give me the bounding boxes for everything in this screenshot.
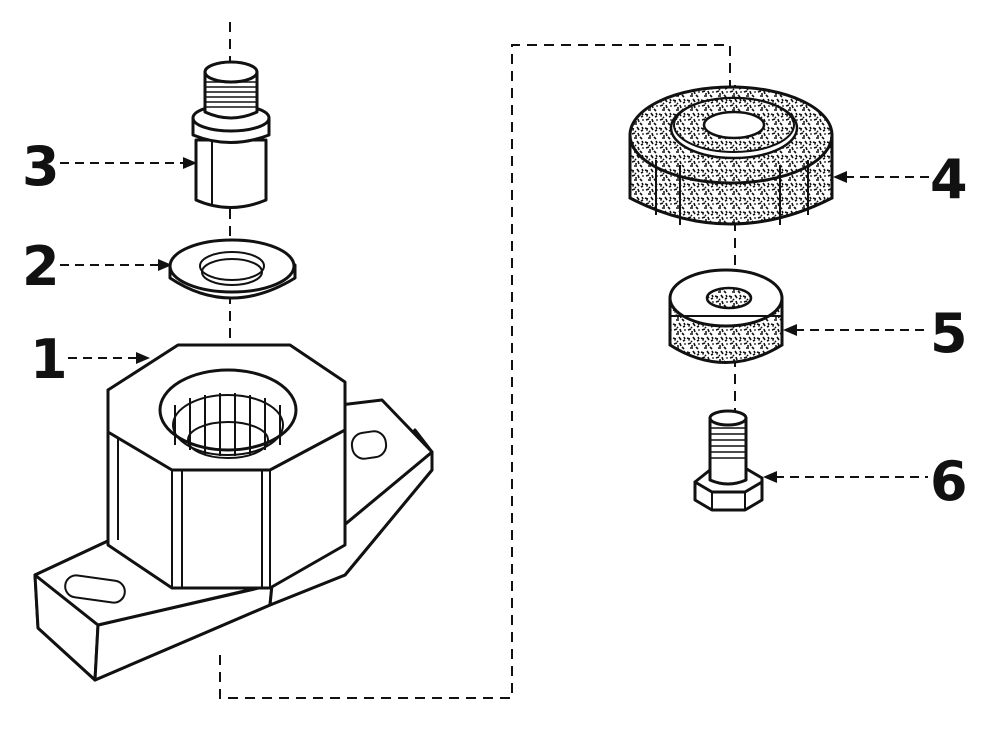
- bolt-thread-lines: [710, 427, 746, 459]
- leader-line-2: [60, 259, 172, 271]
- base-mount-part: [33, 343, 434, 682]
- leader-line-3: [60, 157, 197, 169]
- small-rubber-bush-part: [668, 268, 784, 364]
- callout-2: 2: [22, 235, 60, 298]
- leader-line-4: [833, 171, 930, 183]
- leader-line-1: [68, 352, 150, 364]
- washer-part: [168, 238, 297, 300]
- leader-line-6: [763, 471, 928, 483]
- callout-4: 4: [930, 148, 968, 211]
- connector-path: [219, 44, 731, 699]
- callout-1: 1: [30, 328, 68, 391]
- callout-5: 5: [930, 302, 968, 365]
- large-rubber-bush-part: [628, 85, 834, 226]
- leader-line-5: [783, 324, 928, 336]
- callout-3: 3: [22, 135, 60, 198]
- thread-lines: [205, 81, 257, 108]
- callout-6: 6: [930, 450, 968, 513]
- hex-bolt-part: [693, 409, 764, 512]
- threaded-spacer-part: [191, 60, 271, 209]
